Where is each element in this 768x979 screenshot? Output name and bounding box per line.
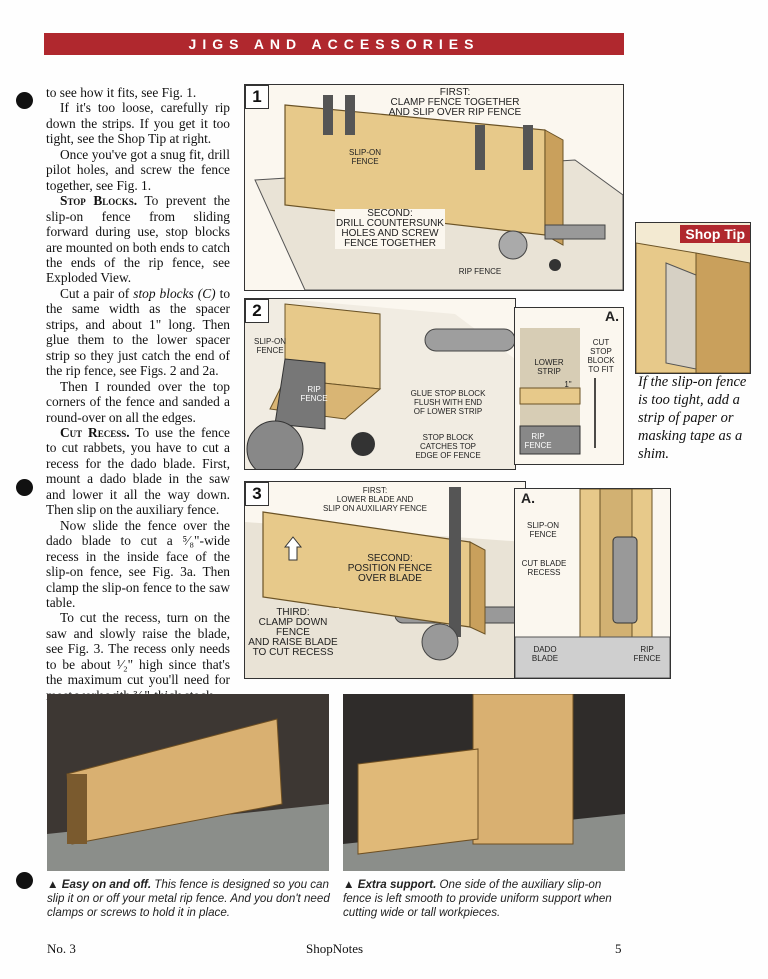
shop-tip-illustration (636, 242, 750, 373)
paragraph: Now slide the fence over the dado blade … (46, 517, 230, 610)
shop-tip-label: Shop Tip (680, 225, 750, 243)
callout-glue-stop-block: GLUE STOP BLOCK FLUSH WITH END OF LOWER … (410, 389, 486, 416)
subhead-cut-recess: Cut Recess. (60, 424, 130, 440)
figure-3: 3 FIRST: LOWER BLADE AND SLIP ON AUXILIA… (244, 481, 526, 679)
shop-tip-panel: Shop Tip (635, 222, 751, 374)
subhead-stop-blocks: Stop Blocks. (60, 193, 138, 209)
caption-title: Easy on and off. (61, 878, 152, 891)
callout-stop-block: STOP BLOCK CATCHES TOP EDGE OF FENCE (415, 433, 481, 460)
callout-rip-fence: RIP FENCE (633, 645, 661, 663)
callout-rip-fence: RIP FENCE (300, 385, 328, 403)
magazine-name: ShopNotes (306, 941, 364, 956)
callout-first: FIRST: LOWER BLADE AND SLIP ON AUXILIARY… (322, 486, 428, 513)
figure-3-illustration (245, 487, 525, 678)
figure-2: 2 SLIP-ON FENCE RIP FENCE GLUE STOP BLOC… (244, 298, 516, 470)
caption-title: Extra support. (357, 878, 437, 891)
callout-cut-blade-recess: CUT BLADE RECESS (521, 559, 567, 577)
binder-hole (16, 872, 33, 889)
paragraph: Cut Recess. To use the fence to cut rabb… (46, 424, 230, 518)
figure-2a-detail: a. LOWER STRIP 1" CUT STOP BLOCK TO FIT … (514, 307, 624, 465)
page-number: 5 (615, 941, 622, 956)
figure-number: 3 (245, 482, 269, 506)
paragraph: Then I rounded over the top corners of t… (46, 378, 230, 425)
callout-cut-stop-block: CUT STOP BLOCK TO FIT (587, 338, 615, 374)
binder-hole (16, 92, 33, 109)
section-header: JIGS AND ACCESSORIES (44, 33, 624, 55)
paragraph: Once you've got a snug fit, drill pilot … (46, 146, 230, 193)
callout-first: FIRST: CLAMP FENCE TOGETHER AND SLIP OVE… (388, 87, 522, 118)
binder-hole (16, 479, 33, 496)
figure-3a-illustration (515, 489, 670, 678)
callout-second: SECOND: DRILL COUNTERSUNK HOLES AND SCRE… (335, 208, 445, 249)
detail-letter: a. (605, 308, 619, 324)
issue-number: No. 3 (47, 941, 76, 956)
figure-2a-illustration (519, 328, 596, 455)
callout-dado-blade: DADO BLADE (531, 645, 559, 663)
article-body: to see how it fits, see Fig. 1. If it's … (46, 85, 230, 703)
callout-slip-on-fence: SLIP-ON FENCE (253, 337, 286, 355)
photo-easy-on-off (47, 694, 329, 871)
photo-caption-left: ▲ Easy on and off. This fence is designe… (47, 878, 330, 920)
callout-rip-fence: RIP FENCE (524, 432, 552, 450)
callout-second: SECOND: POSITION FENCE OVER BLADE (347, 553, 433, 584)
paragraph: To cut the recess, turn on the saw and s… (46, 610, 230, 702)
paragraph: If it's too loose, carefully rip down th… (46, 100, 230, 147)
callout-rip-fence: RIP FENCE (458, 267, 502, 276)
detail-letter: a. (521, 490, 535, 506)
callout-slip-on-fence: SLIP-ON FENCE (526, 521, 559, 539)
paragraph: Stop Blocks. To prevent the slip-on fenc… (46, 193, 230, 286)
figure-3a-detail: a. SLIP-ON FENCE CUT BLADE RECESS DADO B… (514, 488, 671, 679)
figure-number: 2 (245, 299, 269, 323)
paragraph: Cut a pair of stop blocks (C) to the sam… (46, 285, 231, 379)
callout-lower-strip: LOWER STRIP (534, 358, 564, 376)
callout-slip-on-fence: SLIP-ON FENCE (348, 148, 381, 166)
figure-1: 1 FIRST: CLAMP FENCE TOGETHER AND SLIP O… (244, 84, 624, 291)
shop-tip-caption: If the slip-on fence is too tight, add a… (638, 374, 747, 462)
callout-one-inch: 1" (564, 380, 572, 389)
paragraph: to see how it fits, see Fig. 1. (46, 85, 197, 100)
callout-third: THIRD: CLAMP DOWN FENCE AND RAISE BLADE … (247, 607, 339, 658)
photo-extra-support (343, 694, 625, 871)
photo-caption-right: ▲ Extra support. One side of the auxilia… (343, 878, 612, 920)
figure-number: 1 (245, 85, 269, 109)
figure-2-illustration (245, 299, 515, 469)
